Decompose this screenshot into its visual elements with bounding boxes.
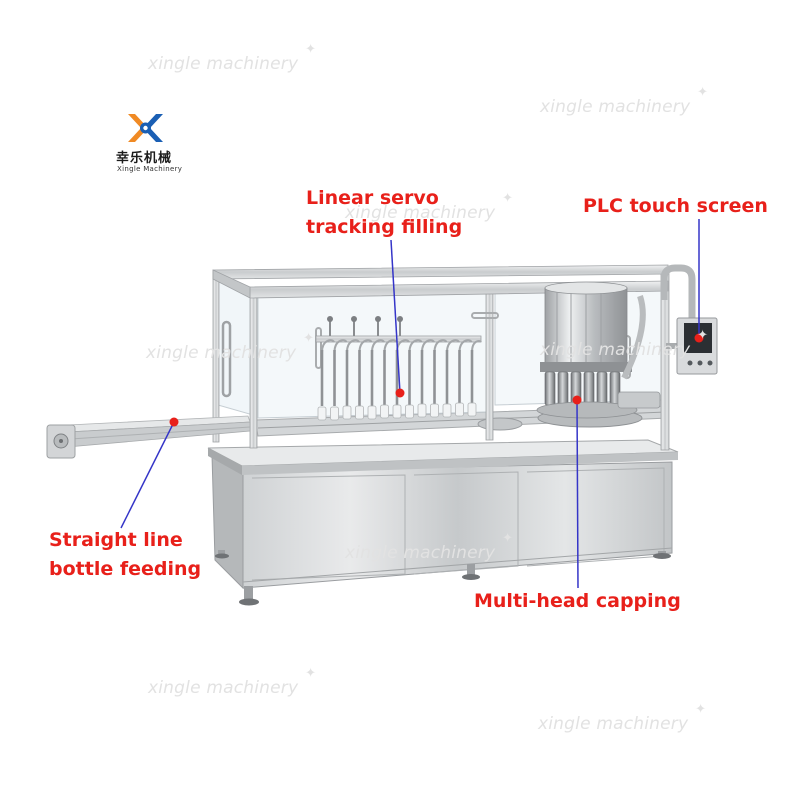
leader-line-filling xyxy=(390,239,401,394)
infeed-conveyor xyxy=(46,415,251,459)
callout-feeding-line2: bottle feeding xyxy=(49,558,202,580)
logo-name-en: Xingle Machinery xyxy=(117,165,183,173)
callout-capping: Multi-head capping xyxy=(474,590,681,612)
leader-lines xyxy=(120,219,700,589)
marker-dot-capping xyxy=(572,395,582,405)
cabinet-base xyxy=(207,439,679,606)
leader-line-feeding xyxy=(120,421,175,529)
logo-name-cn: 幸乐机械 xyxy=(116,151,173,166)
callout-filling: Linear servo tracking filling xyxy=(306,184,462,242)
callout-feeding-line1: Straight line xyxy=(49,529,183,551)
callout-feeding: Straight line bottle feeding xyxy=(49,526,201,584)
marker-dot-plc xyxy=(694,333,704,343)
plc-touch-screen-panel xyxy=(660,264,718,375)
marker-dot-filling xyxy=(395,388,405,398)
marker-dot-feeding xyxy=(169,417,179,427)
callout-filling-line2: tracking filling xyxy=(306,216,463,238)
filling-nozzles xyxy=(315,316,482,421)
leader-line-capping xyxy=(576,399,579,589)
callout-plc: PLC touch screen xyxy=(583,195,768,217)
callout-filling-line1: Linear servo xyxy=(306,187,439,209)
xingle-logo-icon xyxy=(128,114,163,142)
marker-dots xyxy=(169,333,704,427)
